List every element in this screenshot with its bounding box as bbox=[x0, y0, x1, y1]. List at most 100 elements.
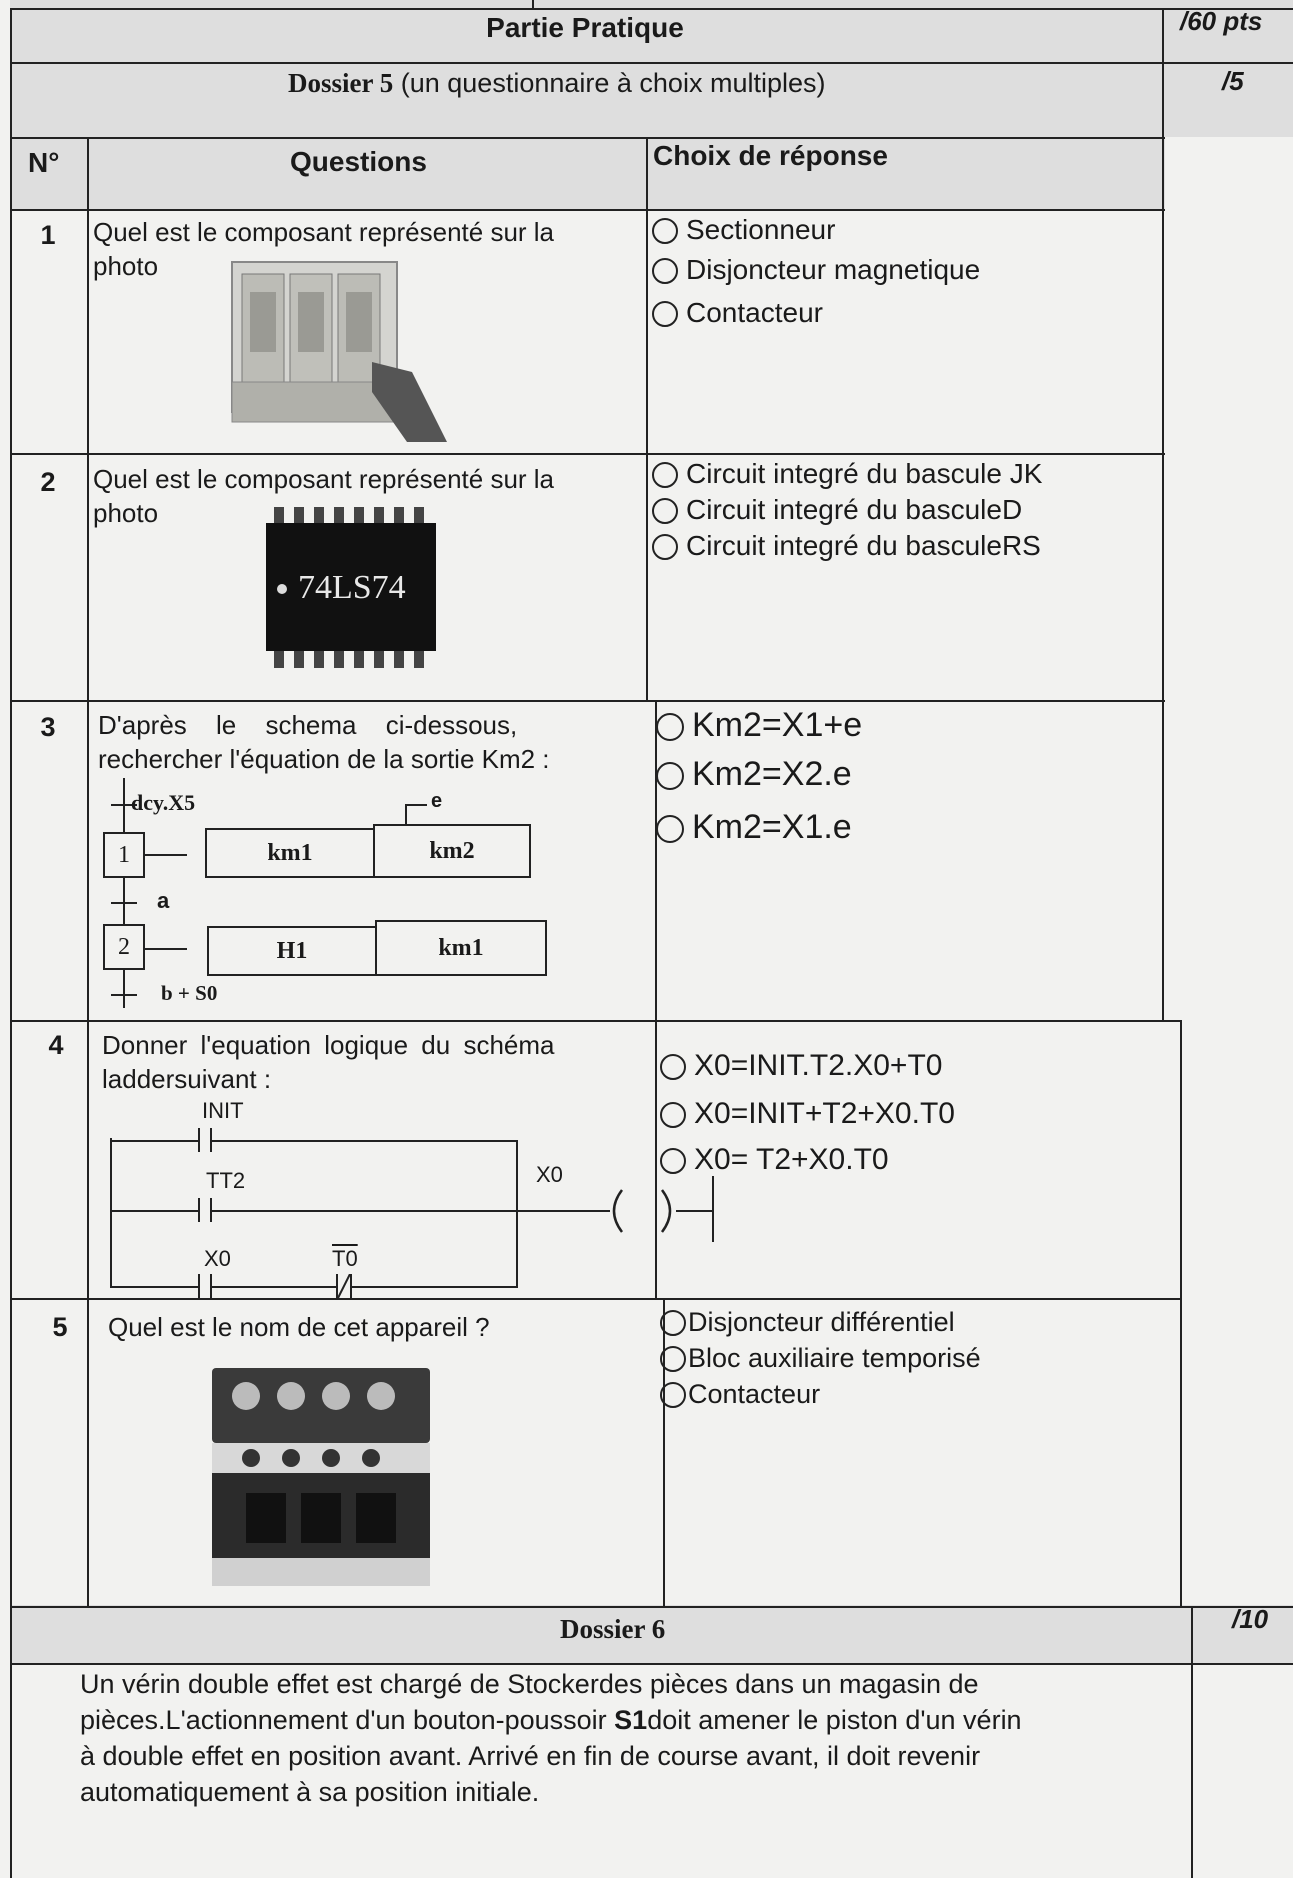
radio-circle[interactable] bbox=[656, 815, 684, 843]
step-2: 2 bbox=[103, 924, 145, 970]
question-text: Donner l'equation logique du schéma ladd… bbox=[102, 1028, 650, 1096]
answer-label: Circuit integré du basculeRS bbox=[686, 530, 1041, 561]
answer-option[interactable]: Bloc auxiliaire temporisé bbox=[660, 1342, 981, 1374]
answer-option[interactable]: X0=INIT+T2+X0.T0 bbox=[660, 1096, 955, 1132]
radio-circle[interactable] bbox=[656, 762, 684, 790]
answer-label: Disjoncteur différentiel bbox=[688, 1307, 955, 1337]
question-text-line: D'après le schema ci-dessous, bbox=[98, 710, 518, 740]
answer-label: Km2=X1.e bbox=[692, 808, 852, 846]
answer-option[interactable]: Km2=X1.e bbox=[656, 809, 852, 845]
radio-circle[interactable] bbox=[660, 1382, 686, 1408]
e-label: e bbox=[431, 790, 443, 812]
top-transition-label: dcy.X5 bbox=[131, 790, 196, 815]
total-points: /60 pts bbox=[1180, 6, 1263, 36]
dossier6-title: Dossier 6 bbox=[560, 1614, 666, 1644]
header-band bbox=[10, 0, 1293, 62]
answer-label: X0=INIT.T2.X0+T0 bbox=[694, 1049, 943, 1082]
answer-label: X0= T2+X0.T0 bbox=[694, 1143, 889, 1176]
dossier5-label: Dossier 5 bbox=[288, 68, 394, 98]
coil-label: X0 bbox=[536, 1162, 563, 1187]
contactor-photo bbox=[206, 1348, 436, 1593]
answer-label: Disjoncteur magnetique bbox=[686, 254, 981, 285]
answer-label: Km2=X1+e bbox=[692, 706, 863, 744]
col-header-questions: Questions bbox=[290, 146, 427, 177]
answer-option[interactable]: Km2=X1+e bbox=[656, 707, 862, 743]
grafcet-diagram: dcy.X5 e 1 km1 km2 a 2 H1 km1 b + S0 bbox=[95, 778, 555, 1008]
answer-option[interactable]: Sectionneur bbox=[652, 212, 835, 248]
paragraph-text: pièces.L'actionnement d'un bouton-pousso… bbox=[80, 1705, 615, 1735]
answer-option[interactable]: Contacteur bbox=[660, 1378, 820, 1410]
disconnector-photo bbox=[222, 252, 452, 452]
question-text-line: photo bbox=[93, 498, 159, 528]
answer-label: Km2=X2.e bbox=[692, 755, 852, 793]
answer-label: Contacteur bbox=[686, 297, 823, 328]
t2-label: TT2 bbox=[206, 1168, 246, 1193]
init-label: INIT bbox=[202, 1098, 244, 1123]
radio-circle[interactable] bbox=[652, 258, 678, 284]
answer-label: Bloc auxiliaire temporisé bbox=[688, 1343, 981, 1373]
question-text-line: Donner l'equation logique du schéma bbox=[102, 1030, 555, 1060]
chip-label: 74LS74 bbox=[298, 569, 406, 606]
action-km1-step2: km1 bbox=[375, 920, 547, 976]
answer-option[interactable]: Contacteur bbox=[652, 295, 823, 331]
button-s1-label: S1 bbox=[614, 1705, 648, 1735]
radio-circle[interactable] bbox=[652, 218, 678, 244]
x0-contact-label: X0 bbox=[204, 1246, 231, 1271]
radio-circle[interactable] bbox=[652, 462, 678, 488]
dossier5-subtitle: (un questionnaire à choix multiples) bbox=[393, 68, 826, 98]
question-number: 4 bbox=[48, 1030, 64, 1060]
question-number: 5 bbox=[52, 1312, 68, 1342]
radio-circle[interactable] bbox=[652, 534, 678, 560]
answer-option[interactable]: X0=INIT.T2.X0+T0 bbox=[660, 1048, 942, 1084]
radio-circle[interactable] bbox=[660, 1102, 686, 1128]
question-number: 2 bbox=[40, 467, 56, 497]
action-km1: km1 bbox=[205, 828, 375, 878]
paragraph-line: automatiquement à sa position initiale. bbox=[80, 1777, 540, 1807]
dossier6-band bbox=[10, 1605, 1293, 1663]
question-text: Quel est le composant représenté sur la … bbox=[93, 462, 638, 530]
question-text: Quel est le nom de cet appareil ? bbox=[108, 1312, 490, 1342]
answer-option[interactable]: Disjoncteur différentiel bbox=[660, 1306, 955, 1338]
question-text-line: rechercher l'équation de la sortie Km2 : bbox=[98, 744, 550, 774]
paragraph-text: doit amener le piston d'un vérin bbox=[647, 1705, 1022, 1735]
question-text-line: photo bbox=[93, 251, 159, 281]
paragraph-line: à double effet en position avant. Arrivé… bbox=[80, 1741, 981, 1771]
radio-circle[interactable] bbox=[652, 498, 678, 524]
question-text: Quel est le composant représenté sur la … bbox=[93, 215, 638, 283]
answer-label: Sectionneur bbox=[686, 214, 836, 245]
dossier6-points: /10 bbox=[1232, 1604, 1269, 1634]
step-1: 1 bbox=[103, 832, 145, 878]
radio-circle[interactable] bbox=[660, 1148, 686, 1174]
ladder-diagram: INIT TT2 X0 T0 X0 bbox=[100, 1096, 712, 1298]
question-text-line: Quel est le composant représenté sur la bbox=[93, 464, 555, 494]
radio-circle[interactable] bbox=[660, 1346, 686, 1372]
answer-label: Contacteur bbox=[688, 1379, 821, 1409]
dossier6-paragraph: Un vérin double effet est chargé de Stoc… bbox=[80, 1666, 1180, 1810]
t0-contact-label: T0 bbox=[332, 1246, 358, 1271]
answer-option[interactable]: Circuit integré du bascule JK bbox=[652, 456, 1042, 492]
answer-label: X0=INIT+T2+X0.T0 bbox=[694, 1097, 955, 1130]
answer-option[interactable]: X0= T2+X0.T0 bbox=[660, 1142, 889, 1178]
question-text: D'après le schema ci-dessous, rechercher… bbox=[98, 708, 643, 776]
answer-option[interactable]: Disjoncteur magnetique bbox=[652, 252, 980, 288]
answer-option[interactable]: Circuit integré du basculeD bbox=[652, 492, 1022, 528]
radio-circle[interactable] bbox=[660, 1054, 686, 1080]
answer-option[interactable]: Km2=X2.e bbox=[656, 756, 852, 792]
question-text-line: laddersuivant : bbox=[102, 1064, 272, 1094]
answer-label: Circuit integré du bascule JK bbox=[686, 458, 1043, 489]
bottom-transition-label: b + S0 bbox=[161, 981, 218, 1005]
ic-chip-photo: 74LS74 bbox=[262, 505, 442, 675]
question-number: 3 bbox=[40, 712, 56, 742]
col-header-choices: Choix de réponse bbox=[653, 140, 888, 171]
radio-circle[interactable] bbox=[656, 713, 684, 741]
radio-circle[interactable] bbox=[660, 1310, 686, 1336]
answer-option[interactable]: Circuit integré du basculeRS bbox=[652, 528, 1041, 564]
answer-label: Circuit integré du basculeD bbox=[686, 494, 1023, 525]
col-header-num: N° bbox=[28, 147, 60, 178]
table-header-band bbox=[10, 137, 1165, 211]
radio-circle[interactable] bbox=[652, 301, 678, 327]
question-text-line: Quel est le composant représenté sur la bbox=[93, 217, 555, 247]
t2-text: T2 bbox=[219, 1168, 246, 1193]
paragraph-line: Un vérin double effet est chargé de Stoc… bbox=[80, 1669, 979, 1699]
page-title: Partie Pratique bbox=[486, 12, 684, 43]
